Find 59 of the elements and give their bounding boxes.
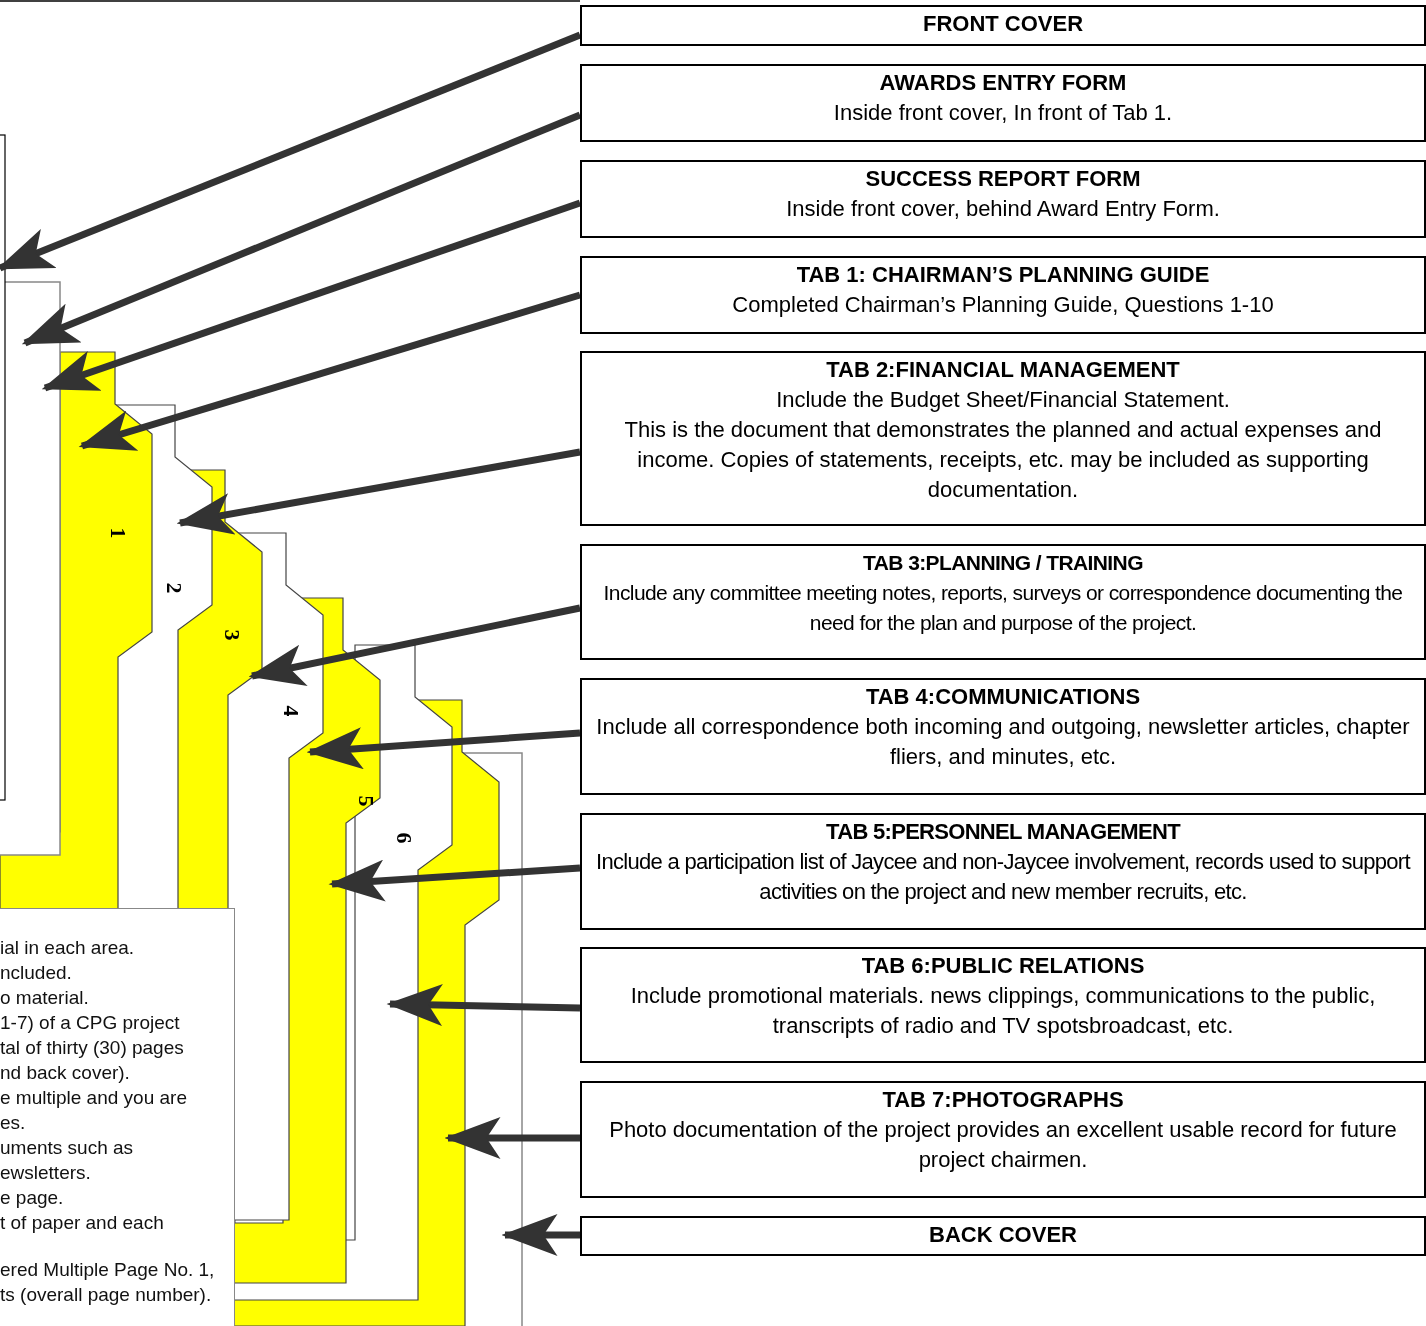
arrow	[21, 111, 582, 347]
callout-text: Completed Chairman’s Planning Guide, Questions 1-10	[731, 291, 1275, 319]
note-text: e page.	[0, 1186, 64, 1210]
callout-box	[580, 256, 1426, 334]
callout-box	[580, 947, 1426, 1063]
arrow	[306, 727, 581, 770]
arrow	[0, 31, 582, 272]
callout-box	[580, 1216, 1426, 1256]
callout-text: Include promotional materials. news clippings, communications to the public, transcripts of radio and TV spotsbroadcast, etc.	[629, 982, 1377, 1040]
tab-number: 2	[160, 582, 187, 594]
note-text: 1-7) of a CPG project tal of thirty (30) pages nd back cover).	[0, 1011, 184, 1085]
callout-heading: SUCCESS REPORT FORM	[864, 165, 1142, 193]
arrow	[248, 604, 581, 686]
callout-text: Include a participation list of Jaycee and non-Jaycee involvement, records used to support activities on the project and new member recruits, etc.	[595, 848, 1412, 906]
callout-box	[580, 351, 1426, 526]
callout-heading: TAB 4:COMMUNICATIONS	[864, 683, 1142, 711]
arrow	[501, 1214, 580, 1256]
callout-text: Include any committee meeting notes, reports, surveys or correspondence documenting the need for the plan and purpose of the project.	[602, 580, 1404, 636]
callout-text: Photo documentation of the project provides an excellent usable record for future project chairmen.	[608, 1116, 1398, 1174]
tab-number: 3	[218, 629, 245, 641]
callout-heading: TAB 2:FINANCIAL MANAGEMENT	[825, 356, 1181, 384]
arrow	[444, 1117, 580, 1159]
note-text: ered Multiple Page No. 1, ts (overall page number).	[0, 1258, 215, 1307]
arrow	[78, 291, 581, 451]
callout-text: Inside front cover, In front of Tab 1.	[832, 99, 1174, 127]
callout-text: Include the Budget Sheet/Financial Statement.	[775, 386, 1231, 414]
arrow	[328, 859, 581, 902]
note-text: ial in each area.	[0, 936, 135, 960]
note-text: ncluded.	[0, 961, 72, 985]
callout-heading: TAB 3:PLANNING / TRAINING	[862, 550, 1144, 576]
tab-number: 4	[277, 705, 304, 717]
tab-number: 5	[352, 795, 379, 807]
note-text: t of paper and each	[0, 1211, 164, 1235]
callout-heading: FRONT COVER	[921, 10, 1085, 38]
tab-number: 1	[104, 527, 131, 539]
note-text: uments such as ewsletters.	[0, 1136, 134, 1185]
callout-heading: TAB 7:PHOTOGRAPHS	[881, 1086, 1125, 1114]
callout-box	[580, 64, 1426, 142]
arrow	[386, 984, 581, 1027]
callout-heading: TAB 1: CHAIRMAN’S PLANNING GUIDE	[795, 261, 1211, 289]
arrow	[176, 448, 581, 535]
callout-box	[580, 813, 1426, 930]
tab-number: 6	[390, 832, 417, 844]
callout-heading: TAB 5:PERSONNEL MANAGEMENT	[825, 818, 1182, 846]
note-text: o material.	[0, 986, 89, 1010]
callout-heading: TAB 6:PUBLIC RELATIONS	[860, 952, 1146, 980]
callout-text: Inside front cover, behind Award Entry Form.	[785, 195, 1221, 223]
callout-box	[580, 678, 1426, 795]
callout-box	[580, 5, 1426, 46]
arrow	[41, 199, 582, 392]
callout-heading: AWARDS ENTRY FORM	[878, 69, 1128, 97]
callout-box	[580, 1081, 1426, 1198]
note-box	[0, 908, 235, 1326]
callout-box	[580, 544, 1426, 660]
callout-text: Include all correspondence both incoming and outgoing, newsletter articles, chapter fliers, and minutes, etc.	[595, 713, 1411, 771]
callout-text: This is the document that demonstrates the planned and actual expenses and income. Copies of statements, receipts, etc. may be included as supporting documentation.	[623, 416, 1383, 504]
note-text: e multiple and you are es.	[0, 1086, 187, 1135]
callout-heading: BACK COVER	[928, 1221, 1078, 1249]
callout-box	[580, 160, 1426, 238]
